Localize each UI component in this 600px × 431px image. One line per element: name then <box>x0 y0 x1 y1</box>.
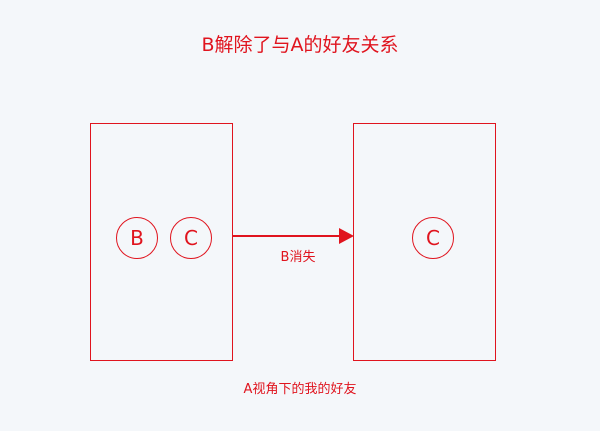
after-friends-panel: C <box>353 123 496 361</box>
friend-node-c: C <box>412 217 454 259</box>
arrow-line <box>233 235 341 237</box>
friend-node-label: B <box>130 226 144 250</box>
arrow-head <box>339 228 354 244</box>
friend-node-label: C <box>184 226 198 250</box>
transition-label: B消失 <box>280 250 316 265</box>
friend-node-c: C <box>170 217 212 259</box>
before-friends-panel: B C <box>90 123 233 361</box>
diagram-title: B解除了与A的好友关系 <box>201 34 399 56</box>
friend-node-label: C <box>426 226 440 250</box>
friend-node-b: B <box>116 217 158 259</box>
diagram-caption: A视角下的我的好友 <box>243 382 357 397</box>
